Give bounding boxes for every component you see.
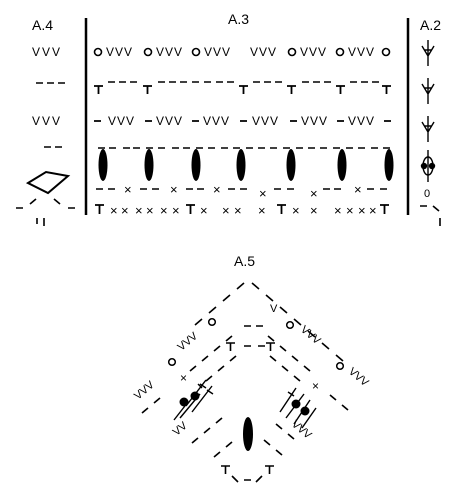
a3-row4 (94, 81, 391, 94)
a5-top-v: V (270, 303, 278, 315)
a3-row5-vvv: VVV (156, 45, 183, 59)
a3-foundation-x: × (369, 203, 377, 218)
a4-row1-ring (25, 170, 71, 195)
puff-stitch-icon (243, 417, 253, 451)
a5-right-vvv: VVV (346, 366, 371, 390)
puff-stitch-icon (144, 149, 154, 181)
puff-stitch-icon (286, 149, 296, 181)
a3-foundation-x: × (234, 203, 242, 218)
chain-stitch-icon (335, 361, 345, 371)
a3-foundation-x: × (292, 203, 300, 218)
chain-stitch-icon (285, 320, 295, 330)
a3-chain-row: × × × × × × (96, 182, 387, 201)
a3-row5-vvv: VVV (250, 45, 277, 59)
chain-stitch-icon (167, 357, 177, 367)
a3-chain-x: × (170, 182, 178, 197)
cluster-dot-icon (300, 406, 310, 416)
chain-stitch-icon (207, 317, 217, 327)
a3-foundation-x: × (172, 203, 180, 218)
a3-foundation-t (95, 204, 389, 214)
a5-bottom-t (221, 465, 274, 483)
a3-row3-vvv: VVV (348, 114, 375, 128)
treble-cluster-icon (421, 116, 435, 142)
cluster-dot-icon (291, 399, 301, 409)
chart-label-a2: A.2 (420, 17, 441, 33)
a3-foundation-x: × (146, 203, 154, 218)
a3-row3-vvv: VVV (252, 114, 279, 128)
treble-cluster-icon (421, 40, 435, 66)
a3-row5-vvv: VVV (300, 45, 327, 59)
a3-row5-vvv: VVV (204, 45, 231, 59)
a4-row5-vvv: VVV (32, 45, 62, 59)
a3-chain-x: × (213, 182, 221, 197)
cluster-dot-icon (179, 397, 189, 407)
puff-cluster-icon (420, 150, 436, 182)
a3-foundation-x: × (358, 203, 366, 218)
a3-row5-vvv: VVV (348, 45, 375, 59)
a2-base-strokes (420, 205, 441, 226)
a3-row3-vvv: VVV (301, 114, 328, 128)
puff-stitch-icon (337, 149, 347, 181)
a5-left-x: × (180, 371, 187, 385)
a4-row3-vvv: VVV (32, 114, 62, 128)
chain-stitch-icon (93, 47, 103, 57)
a5-chart: V VVV VVV VVV VVV × × VV (132, 282, 371, 483)
a3-foundation-x: × (346, 203, 354, 218)
a3-row4-t-stitches (94, 85, 391, 94)
puff-stitch-icon (236, 149, 246, 181)
a3-chain-x: × (124, 182, 132, 197)
a3-row1-ovals (98, 149, 394, 181)
a3-foundation-x: × (121, 203, 129, 218)
puff-stitch-icon (98, 149, 108, 181)
chain-stitch-icon (335, 47, 345, 57)
a3-row5: VVV VVV VVV VVV VVV VVV (93, 45, 391, 59)
a5-left-vvv: VVV (132, 379, 157, 403)
a3-chain-x: × (354, 182, 362, 197)
chain-stitch-icon (191, 47, 201, 57)
chart-label-a3: A.3 (228, 11, 249, 27)
a5-upper-right-vvv: VVV (298, 324, 323, 348)
a3-chart: VVV VVV VVV VVV VVV VVV VVV VVV VVV VVV … (93, 45, 394, 218)
a5-third-chevron (205, 345, 301, 382)
a2-zero: 0 (424, 188, 430, 200)
a3-foundation-x: × (135, 203, 143, 218)
a5-t-stitches (226, 342, 275, 351)
chart-label-a4: A.4 (32, 17, 53, 33)
a2-chart: 0 (420, 40, 441, 226)
a3-foundation-row: × × × × × × × × × × × × × × × × (95, 203, 389, 218)
treble-cluster-icon (421, 78, 435, 104)
cluster-dot-icon (190, 391, 200, 401)
a5-upper-left-vvv: VVV (175, 330, 200, 354)
a3-foundation-x: × (160, 203, 168, 218)
chain-stitch-icon (287, 47, 297, 57)
a5-outer-chevron (194, 282, 344, 362)
a4-base-strokes (16, 198, 75, 226)
puff-stitch-icon (384, 149, 394, 181)
a3-chain-x: × (259, 186, 267, 201)
a3-foundation-x: × (258, 203, 266, 218)
a3-foundation-x: × (110, 203, 118, 218)
a3-chain-x: × (310, 186, 318, 201)
a3-row3-vvv: VVV (203, 114, 230, 128)
a3-foundation-x: × (222, 203, 230, 218)
puff-stitch-icon (191, 149, 201, 181)
chain-stitch-icon (381, 47, 391, 57)
a5-lower-dashes (191, 417, 295, 458)
a3-row5-vvv: VVV (106, 45, 133, 59)
a3-row3: VVV VVV VVV VVV VVV VVV (94, 114, 391, 128)
chain-stitch-icon (143, 47, 153, 57)
chart-label-a5: A.5 (234, 253, 255, 269)
a4-chart: VVV VVV (16, 45, 75, 226)
a5-inner-chevron (141, 325, 349, 414)
a3-row3-vvv: VVV (156, 114, 183, 128)
a5-lower-left-vv: VV (171, 419, 190, 438)
a3-row3-vvv: VVV (108, 114, 135, 128)
a3-foundation-x: × (200, 203, 208, 218)
a3-foundation-x: × (310, 203, 318, 218)
a5-right-x: × (312, 379, 319, 393)
a3-foundation-x: × (334, 203, 342, 218)
